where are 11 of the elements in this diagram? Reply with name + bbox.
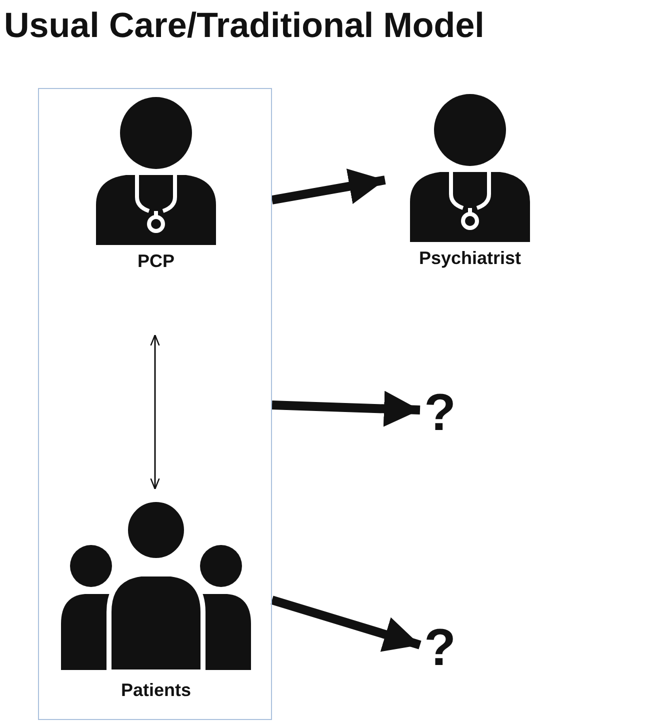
role-label: Psychiatrist <box>418 248 522 269</box>
title: Usual Care/Traditional Model <box>4 6 484 46</box>
arrow <box>272 390 420 427</box>
group-box <box>38 88 272 720</box>
double-arrow <box>150 334 160 490</box>
arrow <box>271 168 386 204</box>
role-label: Patients <box>120 680 192 701</box>
question-mark: ? <box>424 383 456 443</box>
role-label: PCP <box>137 251 174 272</box>
question-mark: ? <box>424 618 456 678</box>
arrow <box>270 596 422 652</box>
